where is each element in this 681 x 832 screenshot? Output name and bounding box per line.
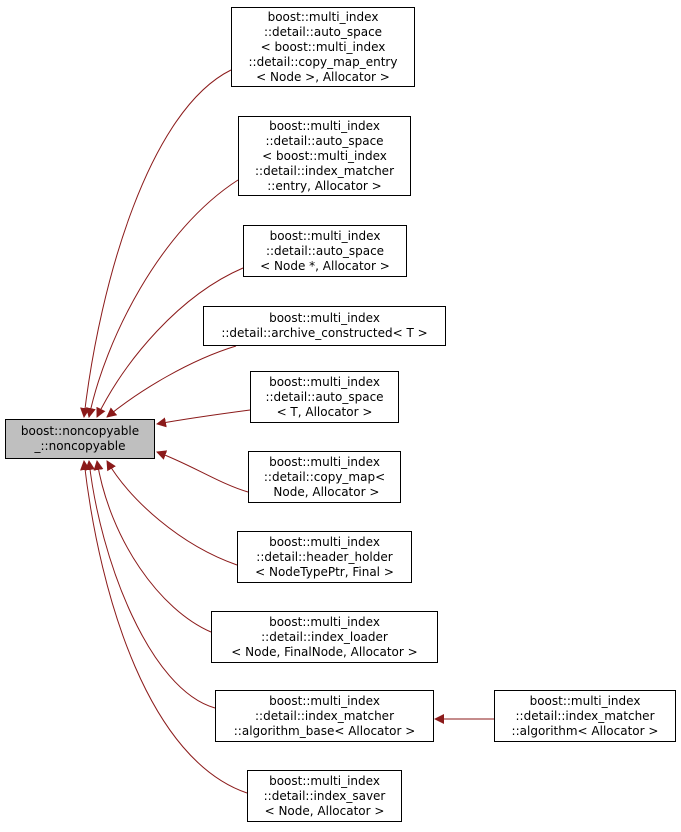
node-auto-space-copy-map-entry[interactable]: boost::multi_index::detail::auto_space< …: [231, 7, 415, 87]
node-label-line: ::detail::copy_map_entry: [248, 54, 398, 69]
inheritance-edge-n3-to-base: [96, 267, 244, 418]
node-label-line: < T, Allocator >: [276, 404, 373, 419]
inheritance-edge-n4-to-base: [106, 345, 237, 418]
node-label-line: boost::multi_index: [269, 311, 380, 325]
node-archive-constructed[interactable]: boost::multi_index::detail::archive_cons…: [203, 306, 446, 346]
inheritance-edge-n10-to-base: [80, 460, 248, 794]
node-label-line: boost::multi_index: [269, 228, 381, 243]
node-label-line: < boost::multi_index: [262, 148, 387, 163]
node-label-line: ::detail::auto_space: [263, 24, 383, 39]
node-index-loader[interactable]: boost::multi_index::detail::index_loader…: [211, 611, 438, 663]
node-label-line: boost::noncopyable: [20, 424, 140, 438]
node-auto-space-t[interactable]: boost::multi_index::detail::auto_space< …: [250, 371, 399, 423]
inheritance-edge-n8-to-base: [93, 460, 212, 633]
node-label-line: boost::multi_index: [267, 9, 379, 24]
node-label-line: ::detail::copy_map<: [263, 469, 386, 484]
node-label-line: < boost::multi_index: [260, 39, 386, 54]
node-label-line: boost::multi_index: [269, 454, 380, 469]
node-label-line: ::detail::header_holder: [256, 549, 393, 564]
node-label-line: ::algorithm< Allocator >: [511, 723, 659, 738]
node-label-line: _::noncopyable: [34, 439, 126, 453]
node-label-line: ::detail::index_saver: [263, 788, 386, 803]
node-label-line: < NodeTypePtr, Final >: [255, 564, 394, 579]
node-auto-space-node-ptr[interactable]: boost::multi_index::detail::auto_space< …: [243, 225, 407, 277]
inheritance-edge-n1-to-base: [80, 69, 232, 418]
node-label-line: ::detail::archive_constructed< T >: [221, 326, 428, 340]
node-index-saver[interactable]: boost::multi_index::detail::index_saver<…: [247, 770, 402, 822]
node-label-line: < Node >, Allocator >: [256, 69, 390, 84]
node-header-holder[interactable]: boost::multi_index::detail::header_holde…: [237, 531, 412, 583]
node-label-line: ::detail::index_matcher: [515, 708, 655, 723]
node-label-line: ::detail::auto_space: [265, 389, 384, 404]
node-label-line: ::detail::index_loader: [261, 629, 388, 644]
inheritance-edge-n2-to-base: [85, 179, 239, 418]
node-label-line: boost::multi_index: [269, 693, 380, 708]
inheritance-edge-n5-to-base: [156, 409, 251, 428]
inheritance-edge-n6-to-base: [156, 450, 249, 493]
node-label-line: < Node *, Allocator >: [260, 258, 390, 273]
node-label-line: ::entry, Allocator >: [267, 178, 382, 193]
node-label-line: ::algorithm_base< Allocator >: [233, 723, 416, 738]
node-label-line: Node, Allocator >: [269, 484, 380, 499]
node-label-line: ::detail::index_matcher: [255, 163, 394, 178]
node-label-line: boost::multi_index: [269, 614, 380, 629]
node-index-matcher-algorithm[interactable]: boost::multi_index::detail::index_matche…: [494, 690, 676, 742]
node-label-line: ::detail::index_matcher: [255, 708, 394, 723]
node-label-line: boost::multi_index: [269, 118, 380, 133]
node-base-noncopyable[interactable]: boost::noncopyable_::noncopyable: [5, 419, 155, 459]
inheritance-edge-n7-to-base: [106, 460, 238, 566]
node-index-matcher-algorithm-base[interactable]: boost::multi_index::detail::index_matche…: [215, 690, 434, 742]
node-label-line: ::detail::auto_space: [265, 133, 384, 148]
node-auto-space-index-matcher-entry[interactable]: boost::multi_index::detail::auto_space< …: [238, 116, 411, 196]
node-label-line: < Node, Allocator >: [264, 803, 385, 818]
node-label-line: ::detail::auto_space: [265, 243, 385, 258]
node-label-line: < Node, FinalNode, Allocator >: [231, 644, 418, 659]
node-label-line: boost::multi_index: [529, 693, 641, 708]
node-copy-map[interactable]: boost::multi_index::detail::copy_map< No…: [248, 451, 401, 503]
node-label-line: boost::multi_index: [269, 374, 380, 389]
node-label-line: boost::multi_index: [269, 534, 380, 549]
inheritance-edge-n9-to-base: [85, 460, 216, 709]
node-label-line: boost::multi_index: [269, 773, 380, 788]
